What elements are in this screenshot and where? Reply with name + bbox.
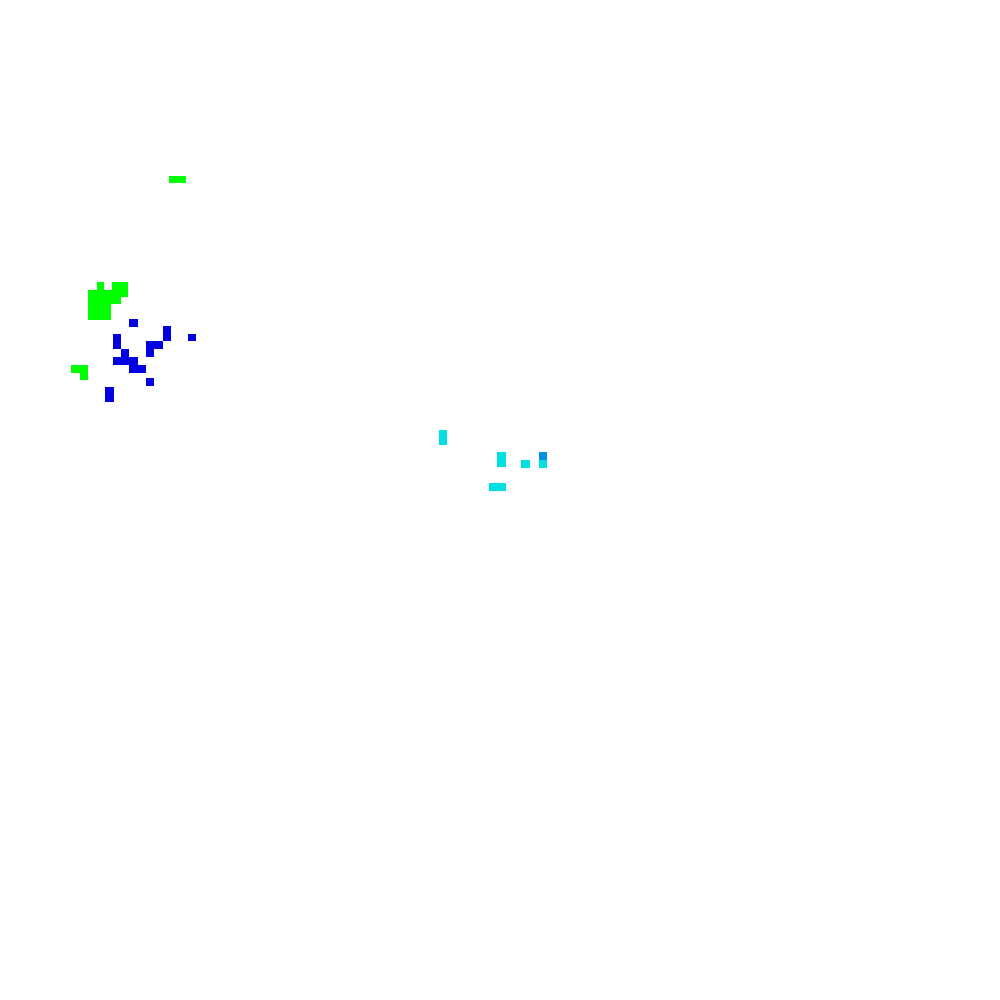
pixel-marks <box>71 176 547 491</box>
cyan-cluster-pixel-4 <box>521 460 530 468</box>
green-cluster-pixel-5 <box>88 304 111 320</box>
blue-cluster-pixel-4 <box>113 334 121 349</box>
green-cluster-pixel-4 <box>88 290 121 304</box>
cyan-cluster-pixel-3 <box>539 460 547 468</box>
green-cluster-pixel-6 <box>71 365 88 373</box>
cyan-cluster-pixel-1 <box>439 430 447 445</box>
blue-cluster-pixel-1 <box>129 319 138 327</box>
cyan-cluster-pixel-5 <box>489 483 506 491</box>
blue-cluster-pixel-11 <box>105 387 114 402</box>
green-cluster-pixel-7 <box>80 373 88 380</box>
blue-cluster-pixel-2 <box>163 326 171 341</box>
green-cluster-pixel-2 <box>97 282 104 290</box>
blue-cluster-pixel-10 <box>146 378 154 386</box>
cyan-cluster-pixel-2 <box>497 452 506 467</box>
blue-cluster-pixel-9 <box>129 365 146 373</box>
blue-cluster-pixel-3 <box>188 334 196 341</box>
azure-cluster-pixel-1 <box>539 452 547 460</box>
green-cluster-pixel-1 <box>169 176 186 183</box>
blue-cluster-pixel-6 <box>146 349 154 357</box>
blue-cluster-pixel-8 <box>113 357 138 365</box>
blue-cluster-pixel-7 <box>121 349 129 357</box>
blue-cluster-pixel-5 <box>146 341 163 349</box>
